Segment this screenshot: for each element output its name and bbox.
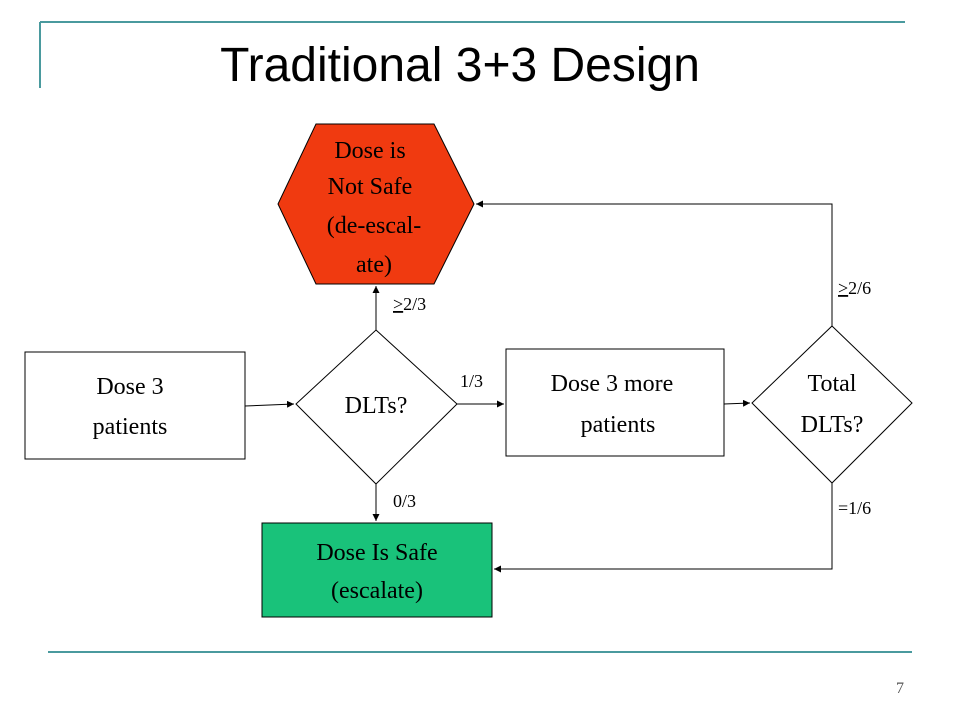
dlts-label: DLTs? — [345, 393, 408, 419]
arrow-total-to-safe — [494, 483, 833, 573]
edge-label-ge-2-3-value: 2/3 — [403, 294, 426, 314]
not-safe-line3: (de-escal- — [327, 213, 422, 239]
not-safe-line1: Dose is — [334, 138, 405, 164]
edge-label-ge-2-3-symbol: > — [393, 294, 403, 314]
arrow-total-to-not-safe — [476, 200, 833, 326]
total-dlts-line1: Total — [808, 371, 857, 397]
page-number: 7 — [896, 680, 904, 697]
node-dlts-decision: DLTs? — [295, 329, 458, 485]
safe-line1: Dose Is Safe — [316, 540, 437, 566]
arrow-dose3more-to-total — [723, 399, 751, 407]
node-dose-3-patients: Dose 3 patients — [24, 351, 246, 460]
node-dose-3-more-patients: Dose 3 more patients — [505, 348, 725, 457]
edge-label-1-3: 1/3 — [460, 371, 483, 391]
node-total-dlts-decision: Total DLTs? — [751, 325, 913, 484]
edge-label-0-3: 0/3 — [393, 491, 416, 511]
node-dose-is-safe: Dose Is Safe (escalate) — [261, 522, 493, 618]
node-dose-3-line1: Dose 3 — [96, 374, 163, 400]
edge-label-ge-2-6: >2/6 — [838, 278, 871, 298]
node-dose-not-safe: Dose is Not Safe (de-escal- ate) — [277, 123, 475, 285]
edge-label-ge-2-3: >2/3 — [393, 294, 426, 314]
safe-line2: (escalate) — [331, 578, 423, 604]
edge-label-ge-2-6-value: 2/6 — [848, 278, 871, 298]
not-safe-line2: Not Safe — [328, 174, 413, 200]
total-dlts-line2: DLTs? — [801, 412, 864, 438]
node-dose-3-more-line1: Dose 3 more — [551, 371, 674, 397]
edge-label-eq-1-6: =1/6 — [838, 498, 871, 518]
node-dose-3-line2: patients — [93, 414, 168, 440]
arrow-dose3-to-dlts — [244, 400, 295, 408]
not-safe-line4: ate) — [356, 252, 392, 278]
edge-label-ge-2-6-symbol: > — [838, 278, 848, 298]
slide-title: Traditional 3+3 Design — [220, 39, 700, 92]
node-dose-3-more-line2: patients — [581, 412, 656, 438]
